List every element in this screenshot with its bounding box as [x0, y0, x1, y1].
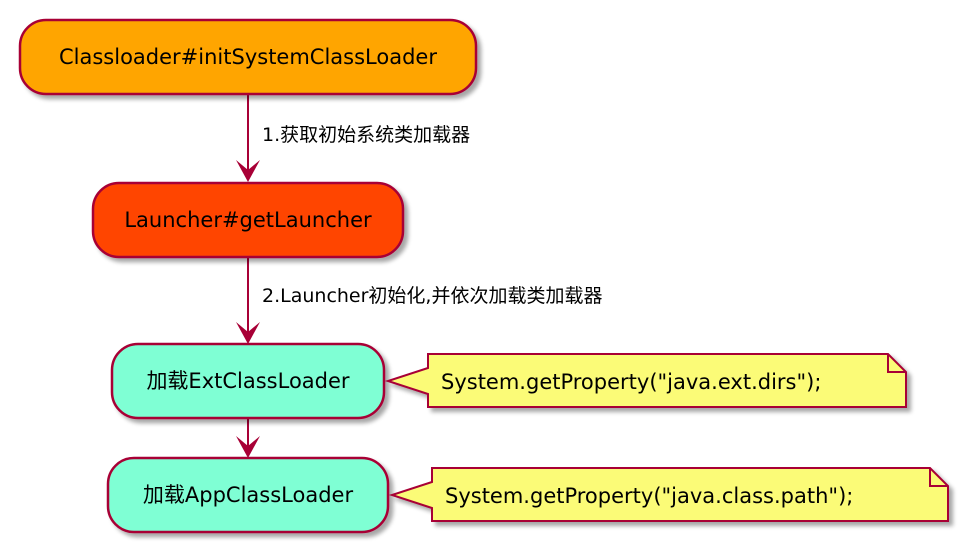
note-corner: [887, 354, 906, 373]
edge-label-1: 1.获取初始系统类加载器: [262, 124, 470, 146]
note-text: System.getProperty("java.ext.dirs");: [441, 370, 821, 394]
node-load-appclassloader: 加载AppClassLoader: [106, 456, 390, 534]
node-classloader-initsystemclassloader: Classloader#initSystemClassLoader: [18, 18, 478, 96]
node-launcher-getlauncher: Launcher#getLauncher: [91, 181, 405, 259]
note-body: [384, 353, 907, 408]
node-box: [106, 456, 390, 534]
node-label: Launcher#getLauncher: [124, 208, 372, 232]
edge-getlauncher-to-ext: 2.Launcher初始化,并依次加载类加载器: [236, 257, 602, 344]
edge-ext-to-app: [236, 418, 260, 458]
node-label: Classloader#initSystemClassLoader: [59, 45, 437, 69]
note-ext-dirs: System.getProperty("java.ext.dirs");: [384, 353, 907, 408]
node-load-extclassloader: 加载ExtClassLoader: [110, 342, 386, 420]
note-text: System.getProperty("java.class.path");: [445, 484, 853, 508]
note-body: [388, 467, 949, 522]
node-label: 加载ExtClassLoader: [146, 369, 349, 393]
node-box: [91, 181, 405, 259]
arrow-head: [236, 160, 260, 182]
arrow-head: [236, 436, 260, 458]
arrow-head: [236, 322, 260, 344]
note-corner: [929, 468, 948, 487]
node-box: [18, 18, 478, 96]
node-box: [110, 342, 386, 420]
note-class-path: System.getProperty("java.class.path");: [388, 467, 949, 522]
edge-label-2: 2.Launcher初始化,并依次加载类加载器: [262, 285, 602, 307]
node-label: 加载AppClassLoader: [143, 483, 354, 507]
edge-initsystem-to-getlauncher: 1.获取初始系统类加载器: [236, 94, 470, 182]
